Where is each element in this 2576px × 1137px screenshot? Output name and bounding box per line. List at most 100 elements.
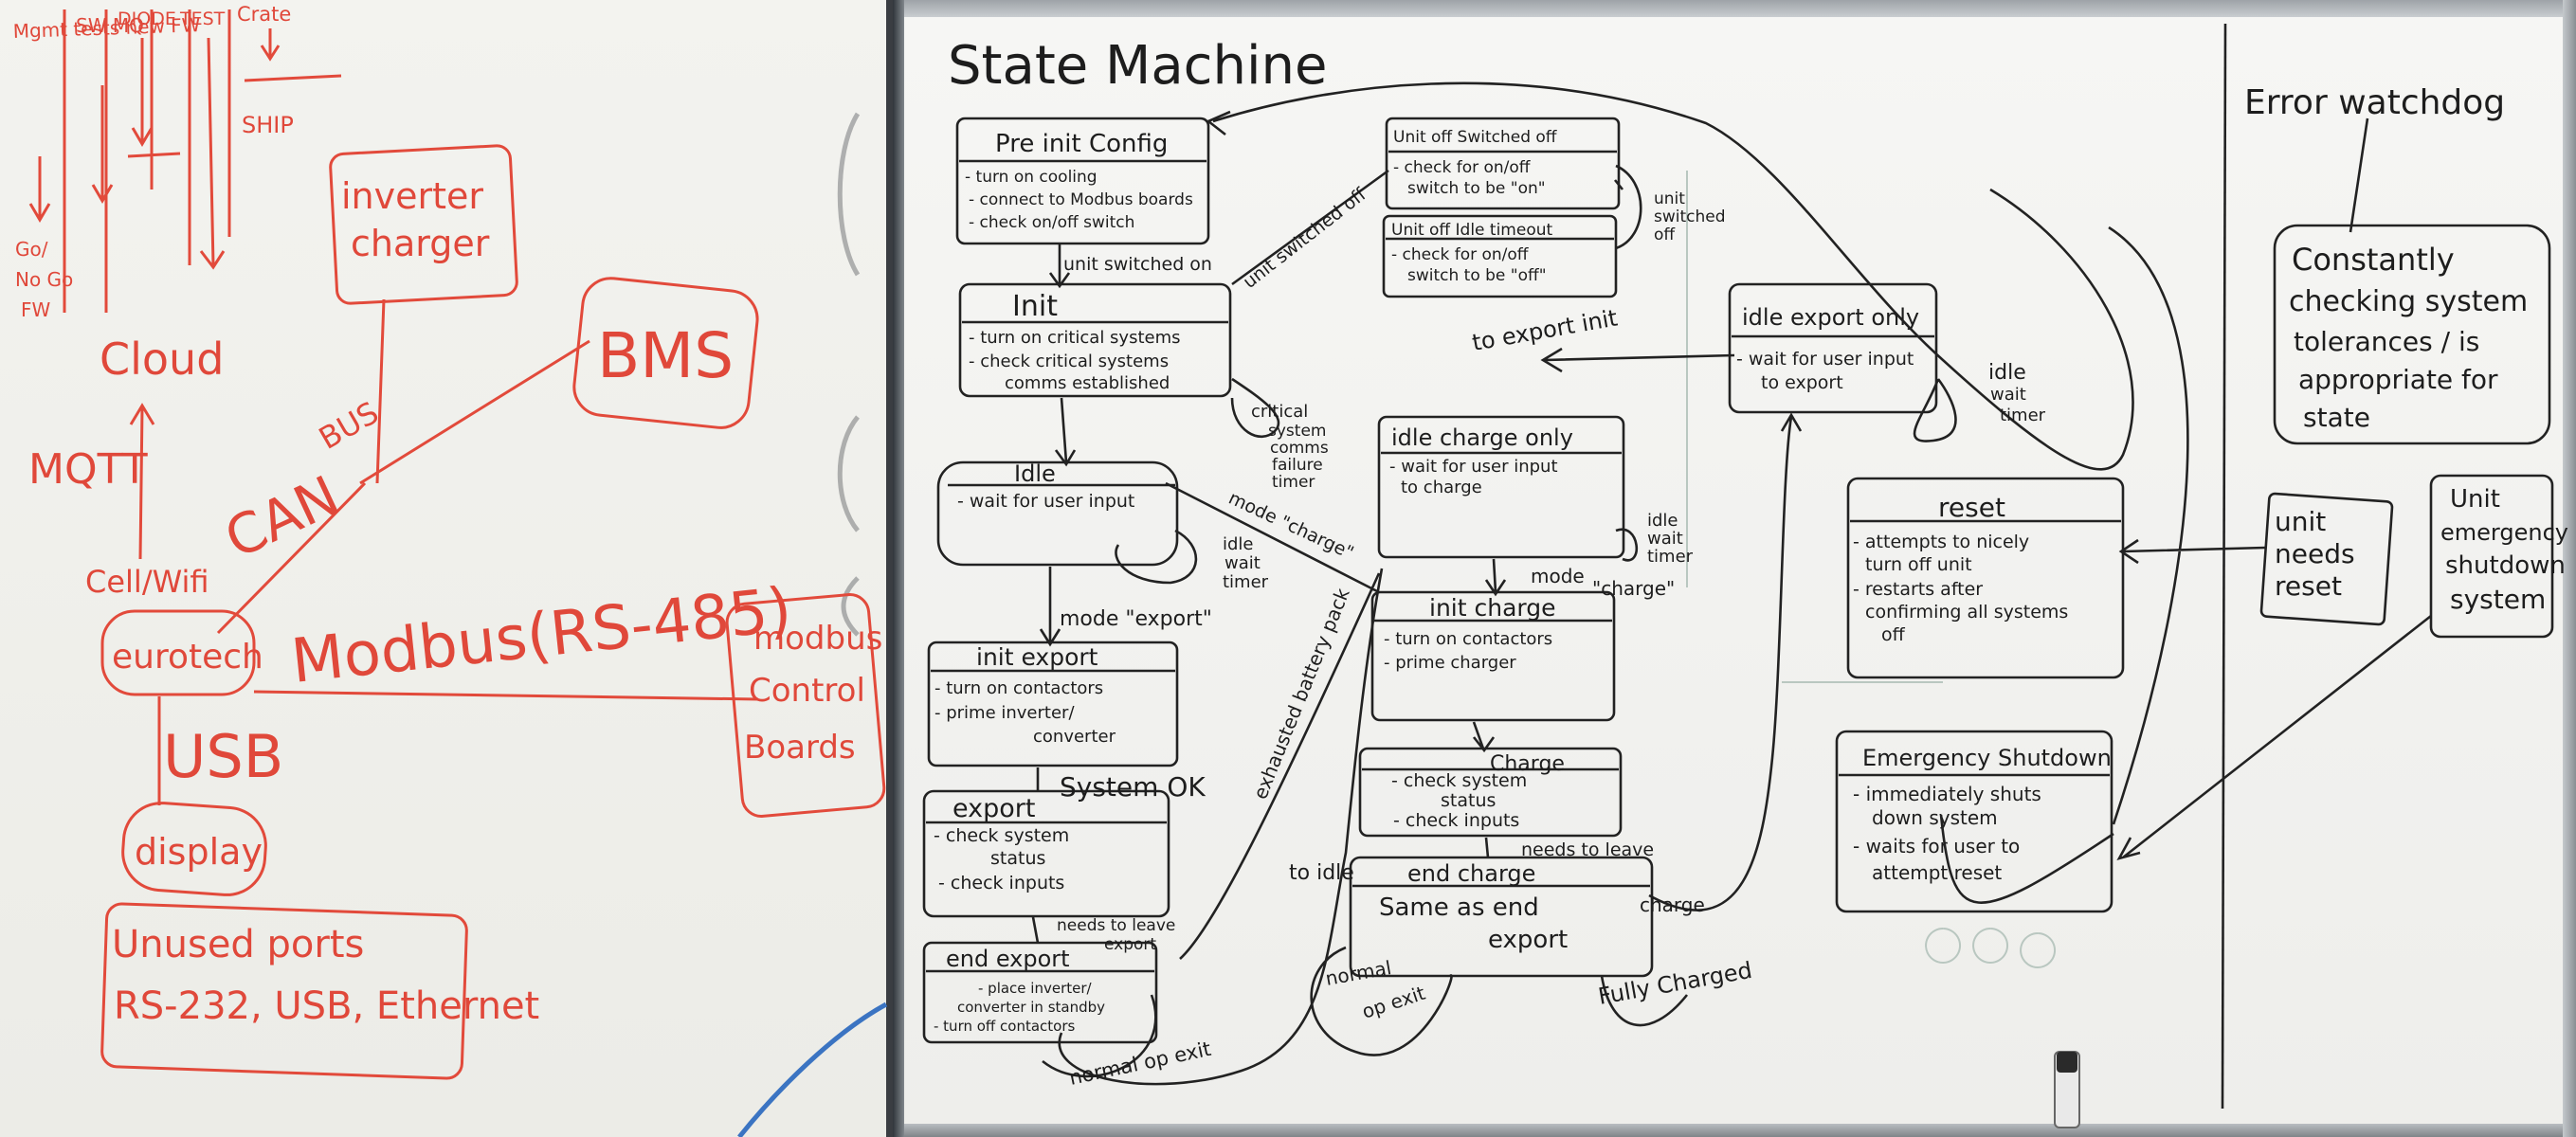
label-mode-charge2-a: mode [1531, 565, 1585, 587]
watchdog-note-4: appropriate for [2298, 364, 2498, 395]
state-line: to export [1761, 372, 1843, 393]
state-title: end charge [1407, 860, 1535, 887]
label-unit-switched-off-1: unit [1654, 190, 1685, 208]
state-title: Init [1012, 290, 1058, 323]
state-end-export: end export - place inverter/ converter i… [922, 941, 1158, 1044]
needs-reset-2: needs [2275, 538, 2355, 569]
state-line: - check system [1391, 770, 1527, 791]
state-title: idle charge only [1391, 424, 1573, 451]
emergency-2: emergency [2440, 519, 2568, 546]
label-idle-wait-timer2-2: wait [1647, 529, 1683, 549]
state-unit-off-idle: Unit off Idle timeout - check for on/off… [1382, 214, 1618, 298]
marker-on-tray [2054, 1051, 2080, 1128]
eurotech-box [100, 609, 256, 696]
state-line: comms established [1005, 373, 1170, 393]
pipeline-col-5: Crate [237, 3, 291, 26]
label-unit-switched-on: unit switched on [1063, 254, 1212, 275]
state-line: - check for on/off [1391, 245, 1530, 264]
watchdog-box [2273, 224, 2551, 445]
label-critical-4: failure [1272, 456, 1323, 475]
state-title: idle export only [1742, 304, 1919, 331]
display-box [121, 802, 267, 896]
state-line: - immediately shuts [1853, 783, 2041, 805]
bus-label: BUS [313, 394, 385, 457]
state-line: - place inverter/ [978, 980, 1093, 997]
modbus-boards-2: Control [749, 672, 865, 710]
label-mode-charge2-b: "charge" [1592, 577, 1675, 600]
label-to-idle: to idle [1289, 861, 1354, 885]
label-to-export-init: to export init [1470, 304, 1620, 356]
state-unit-off-switched: Unit off Switched off - check for on/off… [1385, 117, 1621, 210]
state-line: - check inputs [938, 873, 1064, 893]
label-exhausted: exhausted battery pack [1248, 585, 1354, 803]
state-title: Charge [1490, 752, 1565, 776]
unused-ports-box [100, 902, 468, 1080]
state-machine-diagram: State Machine Error watchdog Constantly … [922, 23, 2568, 1110]
label-critical-2: system [1268, 422, 1326, 441]
emergency-4: system [2450, 584, 2546, 615]
label-needs-leave-charge-2: charge [1640, 893, 1705, 916]
label-normal-op-exit-2b: op exit [1359, 982, 1428, 1023]
state-line: export [1488, 926, 1568, 954]
label-idle-wait-timer2-1: idle [1647, 511, 1678, 531]
state-line: attempt reset [1872, 861, 2002, 884]
inverter-charger-box [329, 144, 518, 305]
state-reset: reset - attempts to nicely turn off unit… [1846, 477, 2125, 679]
can-bus-lines [216, 298, 590, 635]
gonogo-1: Go/ [15, 238, 48, 261]
state-title: Unit off Idle timeout [1391, 221, 1553, 240]
pipeline-lines [63, 9, 342, 313]
state-line: off [1881, 624, 1906, 645]
divider-line [2221, 23, 2227, 1110]
cloud-label: Cloud [100, 334, 224, 385]
state-line: - prime charger [1384, 653, 1516, 673]
state-title: Pre init Config [995, 130, 1168, 158]
watchdog-note-1: Constantly [2292, 242, 2455, 278]
state-title: export [952, 794, 1035, 823]
label-normal-op-exit-2a: normal [1324, 956, 1393, 990]
error-watchdog-label: Error watchdog [2244, 83, 2505, 122]
state-idle-export: idle export only - wait for user input t… [1728, 282, 1938, 414]
state-line: - turn on contactors [1384, 629, 1552, 649]
label-idle-wait-timer2-3: timer [1647, 547, 1694, 567]
modbus-label: Modbus(RS-485) [288, 575, 795, 697]
state-line: status [990, 848, 1045, 869]
title-state-machine: State Machine [948, 35, 1327, 97]
charger-label: charger [351, 223, 490, 264]
state-line: - waits for user to [1853, 835, 2020, 857]
state-end-charge: end charge Same as end export [1349, 856, 1654, 978]
board-gap [886, 0, 893, 1137]
label-idle-wait-timer3-2: wait [1990, 385, 2026, 405]
state-line: - wait for user input [1389, 457, 1558, 477]
state-idle-charge: idle charge only - wait for user input t… [1377, 415, 1625, 559]
label-idle-wait-timer-2: wait [1225, 553, 1261, 573]
label-idle-wait-timer3-1: idle [1988, 361, 2026, 385]
bms-box [572, 277, 759, 429]
needs-reset-3: reset [2275, 570, 2342, 602]
state-title: reset [1938, 492, 2005, 523]
state-preinit: Pre init Config - turn on cooling - conn… [955, 117, 1210, 245]
state-line: switch to be "on" [1407, 179, 1546, 198]
state-line: - check on/off switch [969, 213, 1134, 232]
modbus-boards-3: Boards [744, 729, 856, 767]
state-line: - turn on contactors [934, 678, 1103, 698]
label-system-ok: System OK [1060, 771, 1206, 803]
state-title: Idle [1014, 460, 1056, 487]
label-idle-wait-timer-1: idle [1223, 534, 1254, 554]
label-mode-export: mode "export" [1060, 607, 1212, 631]
state-title: end export [946, 946, 1070, 972]
gonogo-2: No Go [15, 268, 73, 291]
state-line: to charge [1401, 478, 1482, 497]
state-line: switch to be "off" [1407, 266, 1547, 285]
label-needs-leave-charge-1: needs to leave [1521, 839, 1654, 860]
eurotech-label: eurotech [112, 638, 263, 677]
can-label: CAN [215, 463, 349, 571]
transition-arrows [1031, 81, 2432, 1086]
state-line: - restarts after [1853, 579, 1983, 600]
label-unit-switched-off-3: off [1654, 226, 1676, 244]
state-line: confirming all systems [1865, 602, 2068, 623]
modbus-line [253, 690, 759, 701]
state-line: status [1441, 790, 1496, 811]
